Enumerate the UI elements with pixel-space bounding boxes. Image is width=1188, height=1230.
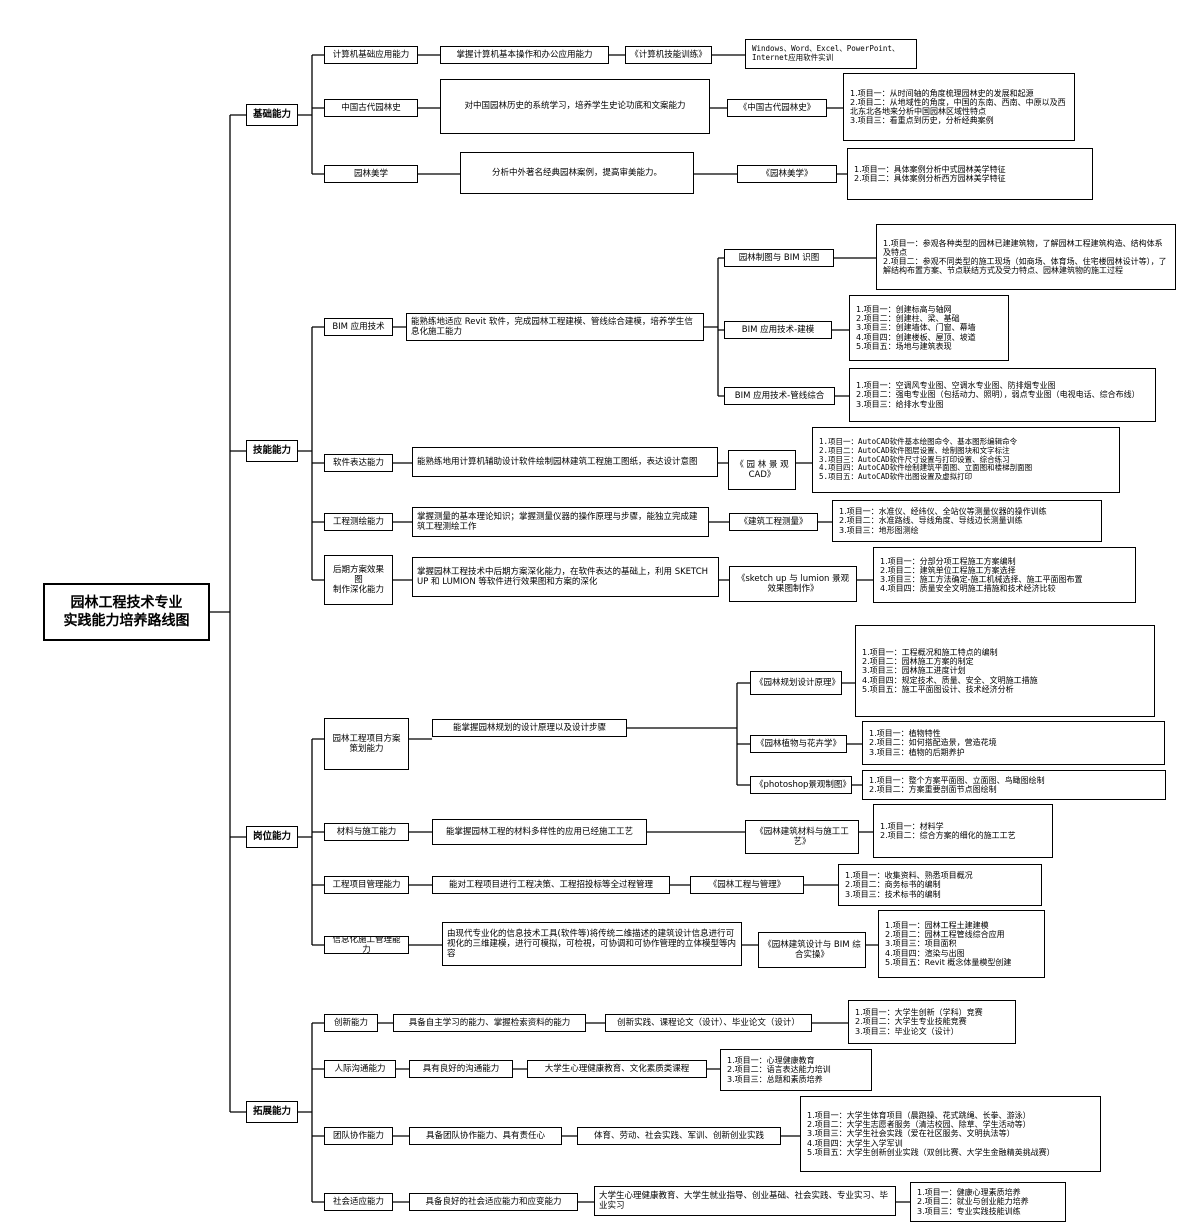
- content-node: 1.项目一：健康心理素质培养 2.项目二：就业与创业能力培养 3.项目三：专业实…: [910, 1182, 1066, 1222]
- skill-node: 社会适应能力: [324, 1193, 393, 1211]
- skill-node: 信息化施工管理能力: [324, 936, 409, 954]
- content-node: 1.项目一：空调风专业图、空调水专业图、防排烟专业图 2.项目二：强电专业图（包…: [849, 368, 1156, 422]
- content-node: 1.项目一：AutoCAD软件基本绘图命令、基本图形编辑命令 2.项目二：Aut…: [812, 427, 1120, 493]
- content-node: Windows、Word、Excel、PowerPoint、 Internet应…: [745, 39, 917, 69]
- skill-node: 工程测绘能力: [324, 513, 393, 531]
- desc-node: 具备自主学习的能力、掌握检索资料的能力: [393, 1014, 586, 1032]
- content-node: 1.项目一：收集资料、熟悉项目概况 2.项目二：商务标书的编制 3.项目三：技术…: [838, 864, 1042, 906]
- content-node: 1.项目一：创建标高与轴网 2.项目二：创建柱、梁、基础 3.项目三：创建墙体、…: [849, 295, 1009, 361]
- content-node: 1.项目一：心理健康教育 2.项目二：语言表达能力培训 3.项目三：总题和素质培…: [720, 1049, 872, 1091]
- course-node: 园林制图与 BIM 识图: [724, 249, 834, 267]
- content-node: 1.项目一：园林工程土建建模 2.项目二：园林工程管线综合应用 3.项目三：项目…: [878, 910, 1045, 978]
- content-node: 1.项目一：整个方案平面图、立面图、鸟瞰图绘制 2.项目二：方案重要剖面节点图绘…: [862, 770, 1166, 800]
- content-node: 1.项目一：分部分项工程施工方案编制 2.项目二：建筑单位工程施工方案选择 3.…: [873, 547, 1136, 603]
- content-node: 1.项目一：从时间轴的角度梳理园林史的发展和起源 2.项目二：从地域性的角度，中…: [843, 73, 1075, 141]
- desc-node: 能掌握园林规划的设计原理以及设计步骤: [432, 719, 627, 737]
- content-node: 1.项目一：参观各种类型的园林已建建筑物，了解园林工程建筑构造、结构体系及特点 …: [876, 224, 1176, 290]
- desc-node: 能对工程项目进行工程决策、工程招投标等全过程管理: [432, 876, 670, 894]
- category-tech: 技能能力: [246, 440, 298, 462]
- course-node: 创新实践、课程论文（设计）、毕业论文（设计）: [605, 1014, 812, 1032]
- root-node: 园林工程技术专业 实践能力培养路线图: [43, 583, 210, 641]
- desc-node: 对中国园林历史的系统学习，培养学生史论功底和文案能力: [440, 79, 710, 134]
- course-node: BIM 应用技术-建模: [724, 321, 832, 339]
- course-node: 《园林美学》: [737, 165, 837, 183]
- content-node: 1.项目一：水准仪、经纬仪、全站仪等测量仪器的操作训练 2.项目二：水准路线、导…: [832, 500, 1102, 542]
- course-node: 《园林规划设计原理》: [750, 671, 842, 695]
- course-node: 《建筑工程测量》: [729, 513, 818, 531]
- category-ext: 拓展能力: [246, 1101, 298, 1123]
- category-post: 岗位能力: [246, 826, 298, 848]
- course-node: BIM 应用技术-管线综合: [724, 387, 835, 405]
- content-node: 1.项目一：大学生创新（学科）竞赛 2.项目二：大学生专业技能竞赛 3.项目三：…: [848, 1000, 1016, 1044]
- content-node: 1.项目一：植物特性 2.项目二：如何搭配造景，营造花境 3.项目三：植物的后期…: [862, 721, 1165, 765]
- content-node: 1.项目一：工程概况和施工特点的编制 2.项目二：园林施工方案的制定 3.项目三…: [855, 625, 1155, 717]
- skill-node: 园林工程项目方案 策划能力: [324, 718, 409, 770]
- skill-node: 软件表达能力: [324, 454, 393, 472]
- course-node: 大学生心理健康教育、文化素质类课程: [527, 1060, 707, 1078]
- content-node: 1.项目一：大学生体育项目（晨跑操、花式跳绳、长拳、游泳） 2.项目二：大学生志…: [800, 1096, 1101, 1172]
- skill-node: 中国古代园林史: [324, 99, 418, 117]
- course-node: 《photoshop景观制图》: [750, 776, 852, 794]
- skill-node: 人际沟通能力: [324, 1060, 396, 1078]
- skill-node: 材料与施工能力: [324, 823, 409, 841]
- desc-node: 掌握测量的基本理论知识；掌握测量仪器的操作原理与步骤，能独立完成建筑工程测绘工作: [412, 507, 709, 537]
- desc-node: 掌握园林工程技术中后期方案深化能力，在软件表达的基础上，利用 SKETCH UP…: [412, 557, 719, 597]
- desc-node: 能掌握园林工程的材料多样性的应用已经施工工艺: [432, 819, 647, 845]
- course-node: 《园林植物与花卉学》: [750, 735, 847, 753]
- desc-node: 分析中外著名经典园林案例，提高审美能力。: [460, 152, 694, 194]
- skill-node: 计算机基础应用能力: [324, 46, 418, 64]
- content-node: 1.项目一：具体案例分析中式园林美学特征 2.项目二：具体案例分析西方园林美学特…: [847, 148, 1093, 200]
- course-node: 《园林建筑设计与 BIM 综 合实操》: [758, 932, 866, 968]
- desc-node: 掌握计算机基本操作和办公应用能力: [440, 46, 609, 64]
- desc-node: 具备良好的社会适应能力和应变能力: [409, 1193, 578, 1211]
- course-node: 《园林工程与管理》: [690, 876, 804, 894]
- desc-node: 具有良好的沟通能力: [409, 1060, 513, 1078]
- skill-node: 创新能力: [324, 1014, 378, 1032]
- course-node: 《 园 林 景 观 CAD》: [728, 450, 796, 490]
- desc-node: 由现代专业化的信息技术工具(软件等)将传统二维描述的建筑设计信息进行可视化的三维…: [442, 922, 742, 966]
- skill-node: 园林美学: [324, 165, 418, 183]
- desc-node: 能熟练地用计算机辅助设计软件绘制园林建筑工程施工图纸，表达设计意图: [412, 447, 718, 477]
- course-node: 《sketch up 与 lumion 景观效果图制作》: [729, 566, 857, 602]
- desc-node: 具备团队协作能力、具有责任心: [409, 1127, 562, 1145]
- content-node: 1.项目一：材料学 2.项目二：综合方案的细化的施工工艺: [873, 804, 1053, 858]
- skill-node: 后期方案效果图 制作深化能力: [324, 555, 393, 605]
- skill-node: BIM 应用技术: [324, 318, 393, 336]
- desc-node: 能熟练地适应 Revit 软件，完成园林工程建模、管线综合建模，培养学生信息化施…: [406, 313, 704, 341]
- course-node: 大学生心理健康教育、大学生就业指导、创业基础、社会实践、专业实习、毕业实习: [594, 1186, 896, 1216]
- course-node: 《中国古代园林史》: [727, 99, 827, 117]
- skill-node: 团队协作能力: [324, 1127, 393, 1145]
- course-node: 《园林建筑材料与施工工 艺》: [745, 820, 859, 854]
- course-node: 《计算机技能训练》: [625, 46, 712, 64]
- category-basic: 基础能力: [246, 104, 298, 126]
- course-node: 体育、劳动、社会实践、军训、创新创业实践: [577, 1127, 781, 1145]
- skill-node: 工程项目管理能力: [324, 876, 409, 894]
